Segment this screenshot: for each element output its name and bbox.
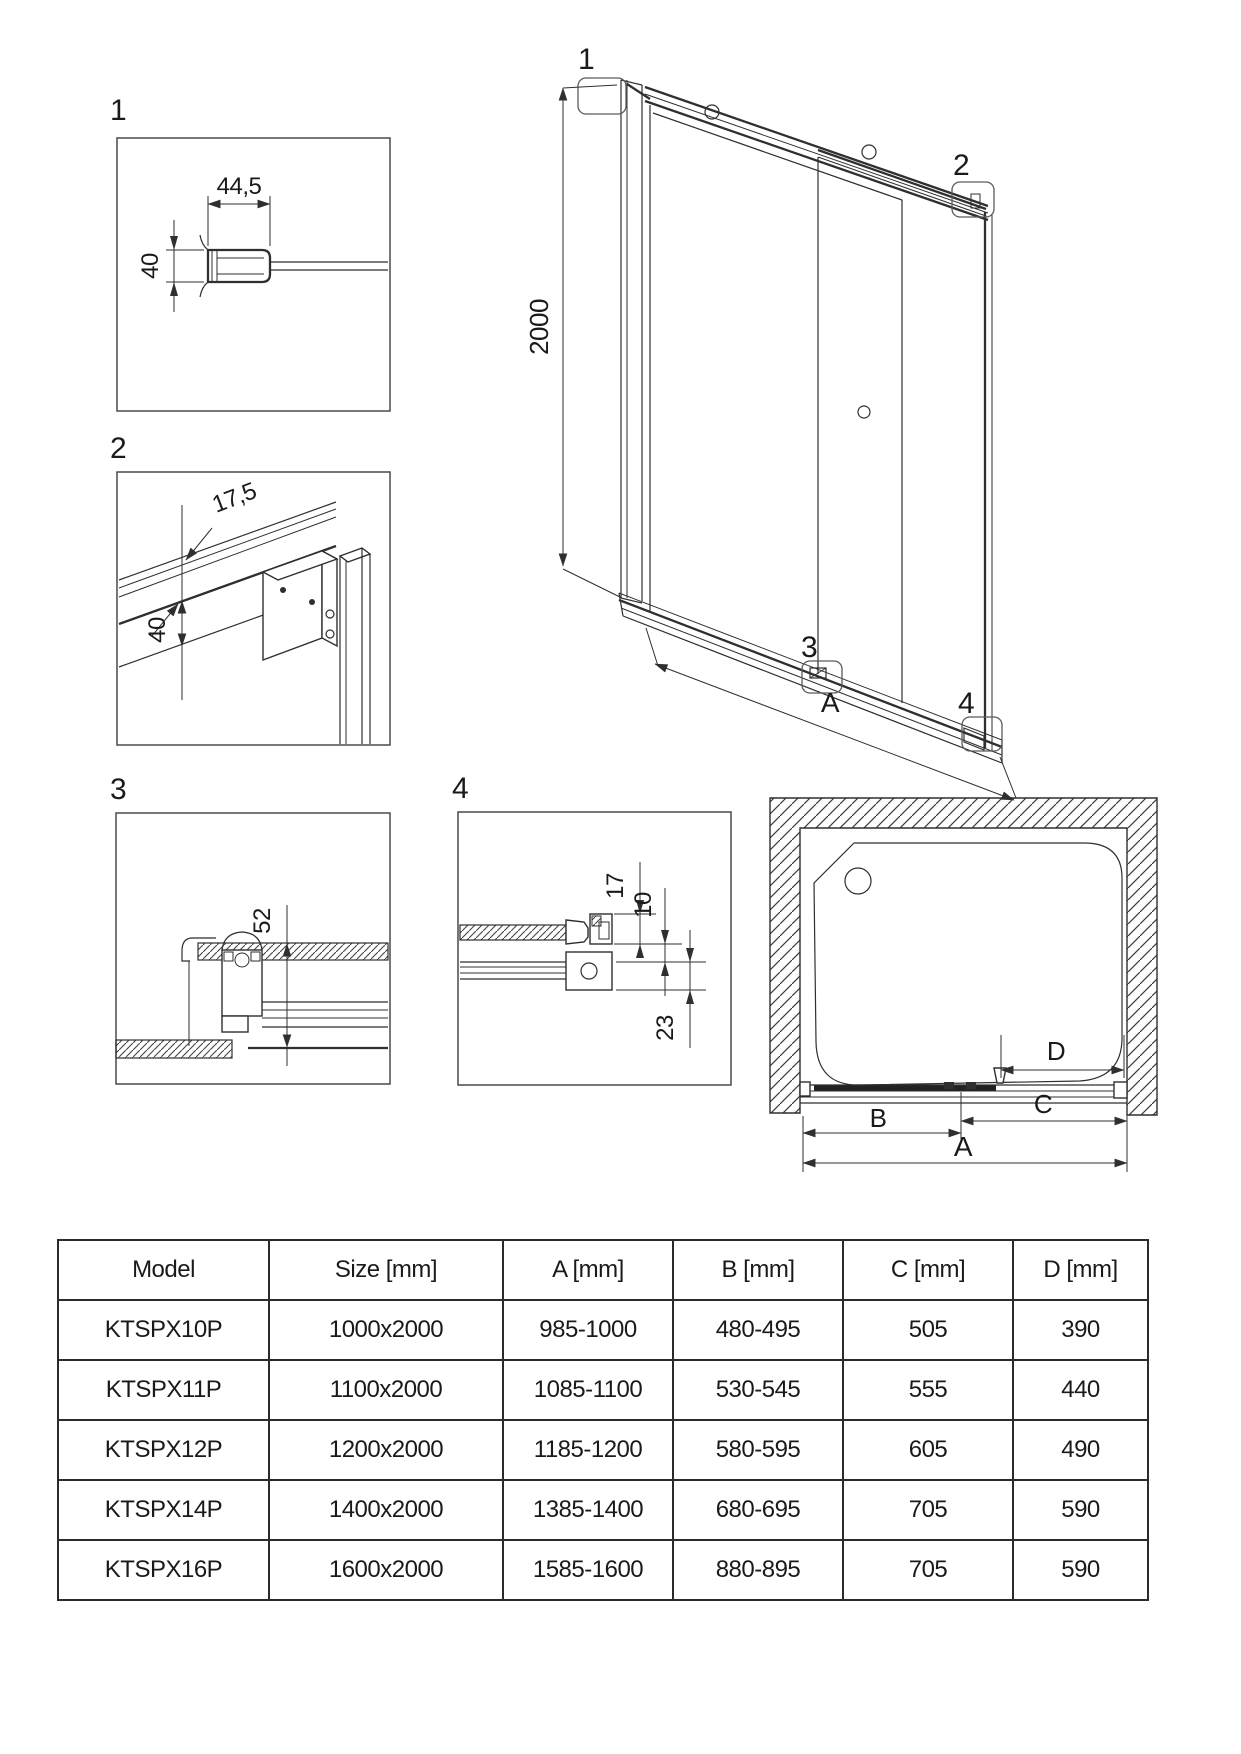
detail-2-frame <box>116 471 391 746</box>
callout-1-marker <box>577 77 627 115</box>
table-row: KTSPX12P 1200x2000 1185-1200 580-595 605… <box>57 1419 1149 1481</box>
d-cell: 590 <box>1012 1479 1149 1541</box>
model-cell: KTSPX14P <box>57 1479 270 1541</box>
detail-1-view: 1 44,5 40 <box>110 94 391 412</box>
plan-dim-a: A <box>954 1131 973 1162</box>
callout-1-label: 1 <box>578 43 594 76</box>
table-row: KTSPX11P 1100x2000 1085-1100 530-545 555… <box>57 1359 1149 1421</box>
door-top-edge <box>817 148 987 211</box>
c-cell: 505 <box>842 1299 1014 1361</box>
main-isometric-view: 1 2 3 4 2000 A <box>524 43 1017 801</box>
col-header-b: B [mm] <box>672 1239 844 1301</box>
b-cell: 880-895 <box>672 1539 844 1601</box>
callout-3-label: 3 <box>801 631 817 664</box>
detail-2-dim-height: 40 <box>144 617 171 643</box>
detail-1-dim-width: 44,5 <box>217 173 262 200</box>
guide-block <box>565 951 613 991</box>
col-header-d: D [mm] <box>1012 1239 1149 1301</box>
c-cell: 555 <box>842 1359 1014 1421</box>
main-dim-height: 2000 <box>524 299 554 355</box>
plan-view: D B C A <box>769 797 1158 1172</box>
size-cell: 1000x2000 <box>268 1299 504 1361</box>
table-row: KTSPX10P 1000x2000 985-1000 480-495 505 … <box>57 1299 1149 1361</box>
plan-dim-c: C <box>1034 1089 1052 1119</box>
col-header-a: A [mm] <box>502 1239 674 1301</box>
rail-hole <box>704 104 720 120</box>
d-cell: 590 <box>1012 1539 1149 1601</box>
bottom-rail <box>618 592 1003 741</box>
detail-4-view: 4 17 10 23 <box>452 772 732 1086</box>
detail-4-dim-mid: 10 <box>630 892 657 918</box>
detail-2-label: 2 <box>110 432 126 465</box>
top-rail <box>644 85 989 208</box>
col-header-c: C [mm] <box>842 1239 1014 1301</box>
size-cell: 1400x2000 <box>268 1479 504 1541</box>
a-cell: 1085-1100 <box>502 1359 674 1421</box>
detail-4-frame <box>457 811 732 1086</box>
detail-1-frame <box>116 137 391 412</box>
a-cell: 1185-1200 <box>502 1419 674 1481</box>
tray-edge-section <box>115 1039 233 1059</box>
table-header-row: Model Size [mm] A [mm] B [mm] C [mm] D [… <box>57 1239 1149 1301</box>
door-post <box>338 547 372 563</box>
wall-profile-section <box>206 248 272 284</box>
size-cell: 1200x2000 <box>268 1419 504 1481</box>
b-cell: 580-595 <box>672 1419 844 1481</box>
col-header-size: Size [mm] <box>268 1239 504 1301</box>
detail-3-dim-height: 52 <box>249 908 276 934</box>
roller-carriage <box>221 949 263 1017</box>
top-rail-line <box>118 501 337 581</box>
c-cell: 705 <box>842 1479 1014 1541</box>
a-cell: 1385-1400 <box>502 1479 674 1541</box>
detail-4-label: 4 <box>452 772 468 805</box>
model-cell: KTSPX10P <box>57 1299 270 1361</box>
callout-4-label: 4 <box>958 687 974 720</box>
size-cell: 1100x2000 <box>268 1359 504 1421</box>
detail-1-dim-height: 40 <box>137 253 164 279</box>
d-cell: 440 <box>1012 1359 1149 1421</box>
plan-dim-b: B <box>870 1103 887 1133</box>
d-cell: 390 <box>1012 1299 1149 1361</box>
detail-4-dim-top: 17 <box>602 873 629 899</box>
detail-3-view: 3 52 <box>110 773 391 1085</box>
c-cell: 705 <box>842 1539 1014 1601</box>
shower-tray <box>813 842 1123 1086</box>
callout-2-label: 2 <box>953 149 969 182</box>
detail-3-label: 3 <box>110 773 126 806</box>
c-cell: 605 <box>842 1419 1014 1481</box>
col-header-model: Model <box>57 1239 270 1301</box>
glass-section <box>459 924 567 941</box>
b-cell: 530-545 <box>672 1359 844 1421</box>
detail-2-view: 2 17,5 40 <box>110 432 391 746</box>
rail-hole <box>861 144 877 160</box>
b-cell: 680-695 <box>672 1479 844 1541</box>
detail-3-frame <box>115 812 391 1085</box>
main-dim-width: A <box>821 687 840 718</box>
wall-section <box>769 797 1158 1116</box>
detail-1-label: 1 <box>110 94 126 127</box>
model-cell: KTSPX12P <box>57 1419 270 1481</box>
table-row: KTSPX16P 1600x2000 1585-1600 880-895 705… <box>57 1539 1149 1601</box>
drain-hole <box>844 867 872 895</box>
d-cell: 490 <box>1012 1419 1149 1481</box>
a-cell: 985-1000 <box>502 1299 674 1361</box>
spec-table: Model Size [mm] A [mm] B [mm] C [mm] D [… <box>57 1239 1149 1601</box>
detail-2-dim-offset: 17,5 <box>209 477 261 518</box>
model-cell: KTSPX16P <box>57 1539 270 1601</box>
a-cell: 1585-1600 <box>502 1539 674 1601</box>
callout-2-marker <box>951 181 995 218</box>
size-cell: 1600x2000 <box>268 1539 504 1601</box>
detail-4-dim-bottom: 23 <box>652 1015 679 1041</box>
model-cell: KTSPX11P <box>57 1359 270 1421</box>
plan-dim-d: D <box>1047 1036 1065 1066</box>
b-cell: 480-495 <box>672 1299 844 1361</box>
table-row: KTSPX14P 1400x2000 1385-1400 680-695 705… <box>57 1479 1149 1541</box>
door-handle-hole <box>857 405 871 419</box>
